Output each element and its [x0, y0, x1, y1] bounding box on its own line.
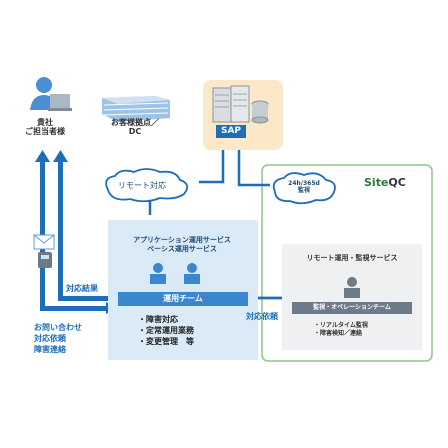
sitegc-region: [261, 164, 433, 362]
inquiry-line3: 障害連絡: [34, 345, 66, 354]
monitor-team-icon: [344, 277, 360, 298]
server-icon: [212, 85, 269, 124]
app-box-title2: ベーシス運用サービス: [147, 245, 217, 253]
datacenter-label-line1: お客様拠点／: [111, 118, 159, 127]
remote-box-title: リモート運用・監視サービス: [306, 254, 398, 262]
siteqc-logo: SiteQC: [364, 176, 406, 189]
remote-task-1: ・リアルタイム監視: [314, 322, 368, 329]
remote-cloud-label: リモート対応: [118, 181, 166, 190]
sap-badge: [216, 125, 246, 138]
app-team-label: 運用チーム: [163, 294, 203, 303]
client-label-line1: 貴社: [37, 118, 53, 127]
monitor-cloud-line1: 24h/365d: [288, 180, 320, 187]
phone-icon: [38, 252, 52, 268]
remote-team-bar: [292, 302, 412, 314]
app-box-title1: アプリケーション運用サービス: [133, 236, 231, 244]
sap-label: SAP: [220, 126, 242, 136]
client-label-line2: ご担当者様: [25, 127, 65, 136]
remote-task-2: ・障害検知／連絡: [314, 330, 363, 337]
person-icon: [30, 77, 72, 111]
request-label: 対応依頼: [246, 312, 278, 321]
app-team-bar: [118, 292, 248, 306]
mail-icon: [33, 234, 55, 250]
remote-team-label: 監視・オペレーションチーム: [313, 304, 391, 311]
monitor-cloud-line2: 監視: [297, 187, 310, 194]
logo-site-text: Site: [364, 176, 389, 189]
remote-cloud: [105, 168, 189, 203]
app-task-3: ・変更管理 等: [138, 337, 194, 346]
datacenter-label-line2: DC: [128, 127, 142, 136]
inquiry-line1: お問い合わせ: [34, 323, 82, 332]
app-task-1: ・障害対応: [138, 315, 178, 324]
app-task-2: ・定常運用業務: [138, 326, 194, 335]
datacenter-icon: [102, 96, 170, 122]
team-icon: [150, 263, 200, 284]
app-service-box: [108, 220, 258, 360]
monitor-cloud: [272, 172, 336, 205]
result-label: 対応結果: [66, 284, 98, 293]
logo-qc-text: QC: [388, 176, 406, 189]
inquiry-line2: 対応依頼: [34, 334, 66, 343]
